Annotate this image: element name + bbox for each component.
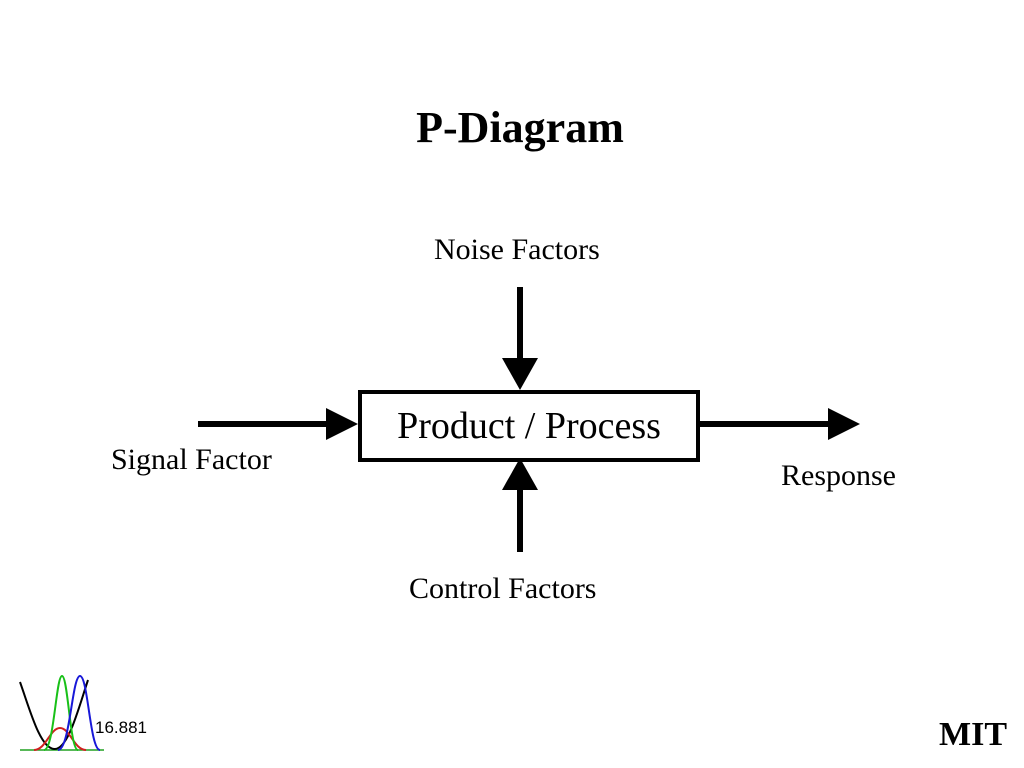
process-label: Product / Process <box>397 405 661 447</box>
slide-title: P-Diagram <box>416 103 624 152</box>
response-label: Response <box>781 459 896 492</box>
institution-label: MIT <box>939 716 1007 753</box>
control-factors-label: Control Factors <box>409 572 597 605</box>
process-box: Product / Process <box>358 390 700 462</box>
response-arrow <box>700 408 860 440</box>
noise-arrow <box>502 287 538 390</box>
control-arrow <box>502 458 538 552</box>
course-number: 16.881 <box>95 718 147 737</box>
noise-factors-label: Noise Factors <box>434 233 600 266</box>
signal-factor-label: Signal Factor <box>111 443 272 476</box>
bell-curves-logo-icon <box>19 674 104 751</box>
signal-arrow <box>198 408 358 440</box>
